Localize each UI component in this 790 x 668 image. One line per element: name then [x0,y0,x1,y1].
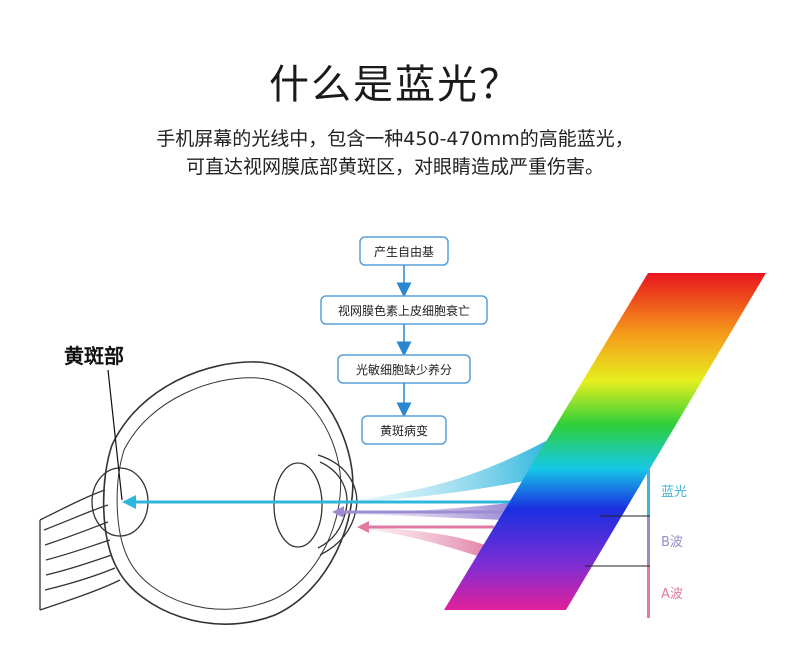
spectrum-legend: 蓝光 B波 A波 [585,464,687,618]
eyeball-outer [102,361,354,625]
a-wave-arrowhead [357,521,369,533]
band-label-b-wave: B波 [661,535,683,550]
eye-illustration [39,361,358,625]
flow-step-1: 产生自由基 [374,245,434,259]
macula-pointer-line [107,369,123,501]
band-label-a-wave: A波 [661,587,683,602]
a-wave-beam [365,527,494,560]
subtitle-line-2: 可直达视网膜底部黄斑区，对眼睛造成严重伤害。 [185,156,604,178]
subtitle-line-1: 手机屏幕的光线中，包含一种450-470mm的高能蓝光， [156,128,634,150]
flow-step-3: 光敏细胞缺少养分 [356,362,452,377]
eye-lens [273,462,323,548]
flow-chart: 产生自由基 视网膜色素上皮细胞衰亡 光敏细胞缺少养分 黄斑病变 [320,236,488,445]
band-label-blue-light: 蓝光 [661,485,687,500]
legend-bar-blue [647,464,650,516]
eye-cornea [317,454,358,556]
flow-box-4 [361,415,447,445]
macula-label: 黄斑部 [64,344,124,368]
blue-light-arrowhead [122,495,136,509]
b-wave-arrowhead [332,506,344,518]
legend-bar-a-wave [647,566,650,618]
spectrum-band [444,273,766,610]
flow-step-2: 视网膜色素上皮细胞衰亡 [338,303,470,318]
optic-nerve [39,489,121,611]
blue-light-beam [352,440,548,503]
page-title: 什么是蓝光？ [269,62,521,108]
incoming-arrows [122,495,545,533]
eyeball-inner [116,377,342,610]
legend-bar-b-wave [647,516,650,566]
flow-step-4: 黄斑病变 [380,423,428,438]
